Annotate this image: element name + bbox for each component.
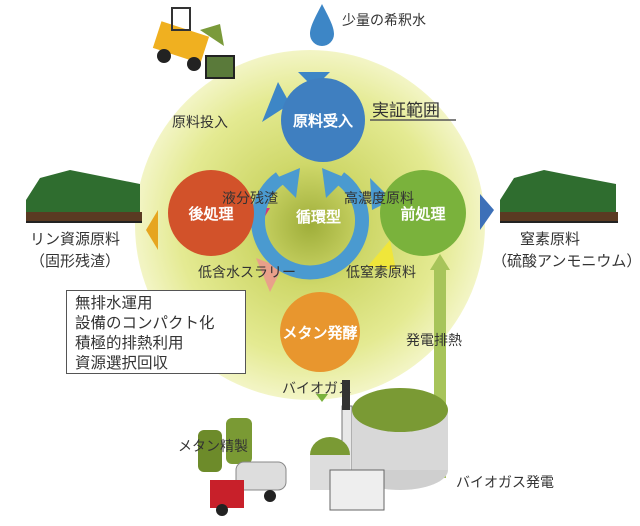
loader-illustration <box>152 7 235 79</box>
label-high-conc: 高濃度原料 <box>344 191 414 207</box>
node-pre-label: 前処理 <box>400 204 446 223</box>
feature-item: 資源選択回収 <box>75 354 169 372</box>
label-low-slurry: 低含水スラリー <box>198 265 296 281</box>
label-water: 少量の希釈水 <box>342 13 426 29</box>
heat-arrow-head <box>430 254 450 270</box>
output-phosphorus-line1: リン資源原料 <box>30 230 121 248</box>
output-phosphorus-line2: （固形残渣） <box>30 252 121 270</box>
ring-arrowhead-left <box>276 168 300 198</box>
label-exhaust-heat: 発電排熱 <box>406 333 462 349</box>
feature-item: 積極的排熱利用 <box>75 334 184 352</box>
field-illustration-right <box>500 170 618 223</box>
arrow-phosphorus-out <box>146 210 158 250</box>
label-low-nitrogen: 低窒素原料 <box>346 265 416 281</box>
node-methane-label: メタン発酵 <box>282 323 358 342</box>
features-box: 無排水運用 設備のコンパクト化 積極的排熱利用 資源選択回収 <box>66 290 246 374</box>
biogas-plant-illustration <box>310 380 448 511</box>
field-illustration-left <box>26 170 142 223</box>
output-nitrogen-line2: （硫酸アンモニウム） <box>492 252 640 270</box>
scope-title: 実証範囲 <box>372 101 440 121</box>
ring-arrowhead-right <box>322 168 346 198</box>
output-nitrogen-line1: 窒素原料 <box>520 230 581 248</box>
arrow-input <box>262 82 290 122</box>
node-intake-label: 原料受入 <box>292 111 353 130</box>
label-methane-refine: メタン精製 <box>178 439 248 455</box>
node-methane: メタン発酵 <box>280 292 360 372</box>
barrels-illustration <box>198 418 252 472</box>
node-pre-treatment: 前処理 <box>380 170 466 256</box>
label-liquid-residue: 液分残渣 <box>222 191 278 207</box>
feature-item: 無排水運用 <box>75 294 153 312</box>
node-post-label: 後処理 <box>188 204 234 223</box>
feature-item: 設備のコンパクト化 <box>75 314 215 332</box>
arrow-nitrogen-out <box>480 194 494 230</box>
node-post-treatment: 後処理 <box>168 170 254 256</box>
tanker-truck-illustration <box>210 461 287 516</box>
recycle-ring <box>251 172 369 280</box>
label-biogas-power: バイオガス発電 <box>456 475 554 491</box>
center-label: 循環型 <box>296 208 342 226</box>
arrow-low-nitrogen <box>368 240 396 270</box>
node-intake: 原料受入 <box>281 78 365 162</box>
label-biogas: バイオガス <box>282 381 352 397</box>
biogas-arrow <box>316 394 328 402</box>
water-drop-icon <box>310 4 334 46</box>
label-input: 原料投入 <box>172 115 228 131</box>
